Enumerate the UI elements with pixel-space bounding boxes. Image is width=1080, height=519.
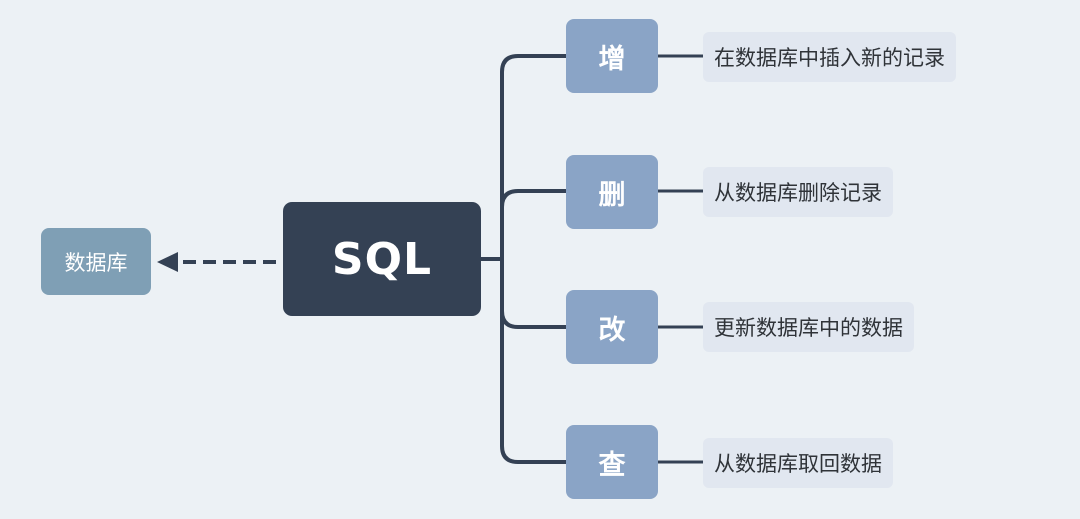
delete-node: 删 <box>566 155 658 229</box>
insert-node: 增 <box>566 19 658 93</box>
delete-description: 从数据库删除记录 <box>703 167 893 217</box>
query-description: 从数据库取回数据 <box>703 438 893 488</box>
branch-trunk <box>500 54 566 464</box>
sql-node: SQL <box>283 202 481 316</box>
query-node: 查 <box>566 425 658 499</box>
update-node: 改 <box>566 290 658 364</box>
update-description: 更新数据库中的数据 <box>703 302 914 352</box>
database-node: 数据库 <box>41 228 151 295</box>
arrowhead-icon <box>157 252 178 272</box>
branch-delete-connector <box>500 189 566 208</box>
branch-update-connector <box>500 310 566 329</box>
insert-description: 在数据库中插入新的记录 <box>703 32 956 82</box>
